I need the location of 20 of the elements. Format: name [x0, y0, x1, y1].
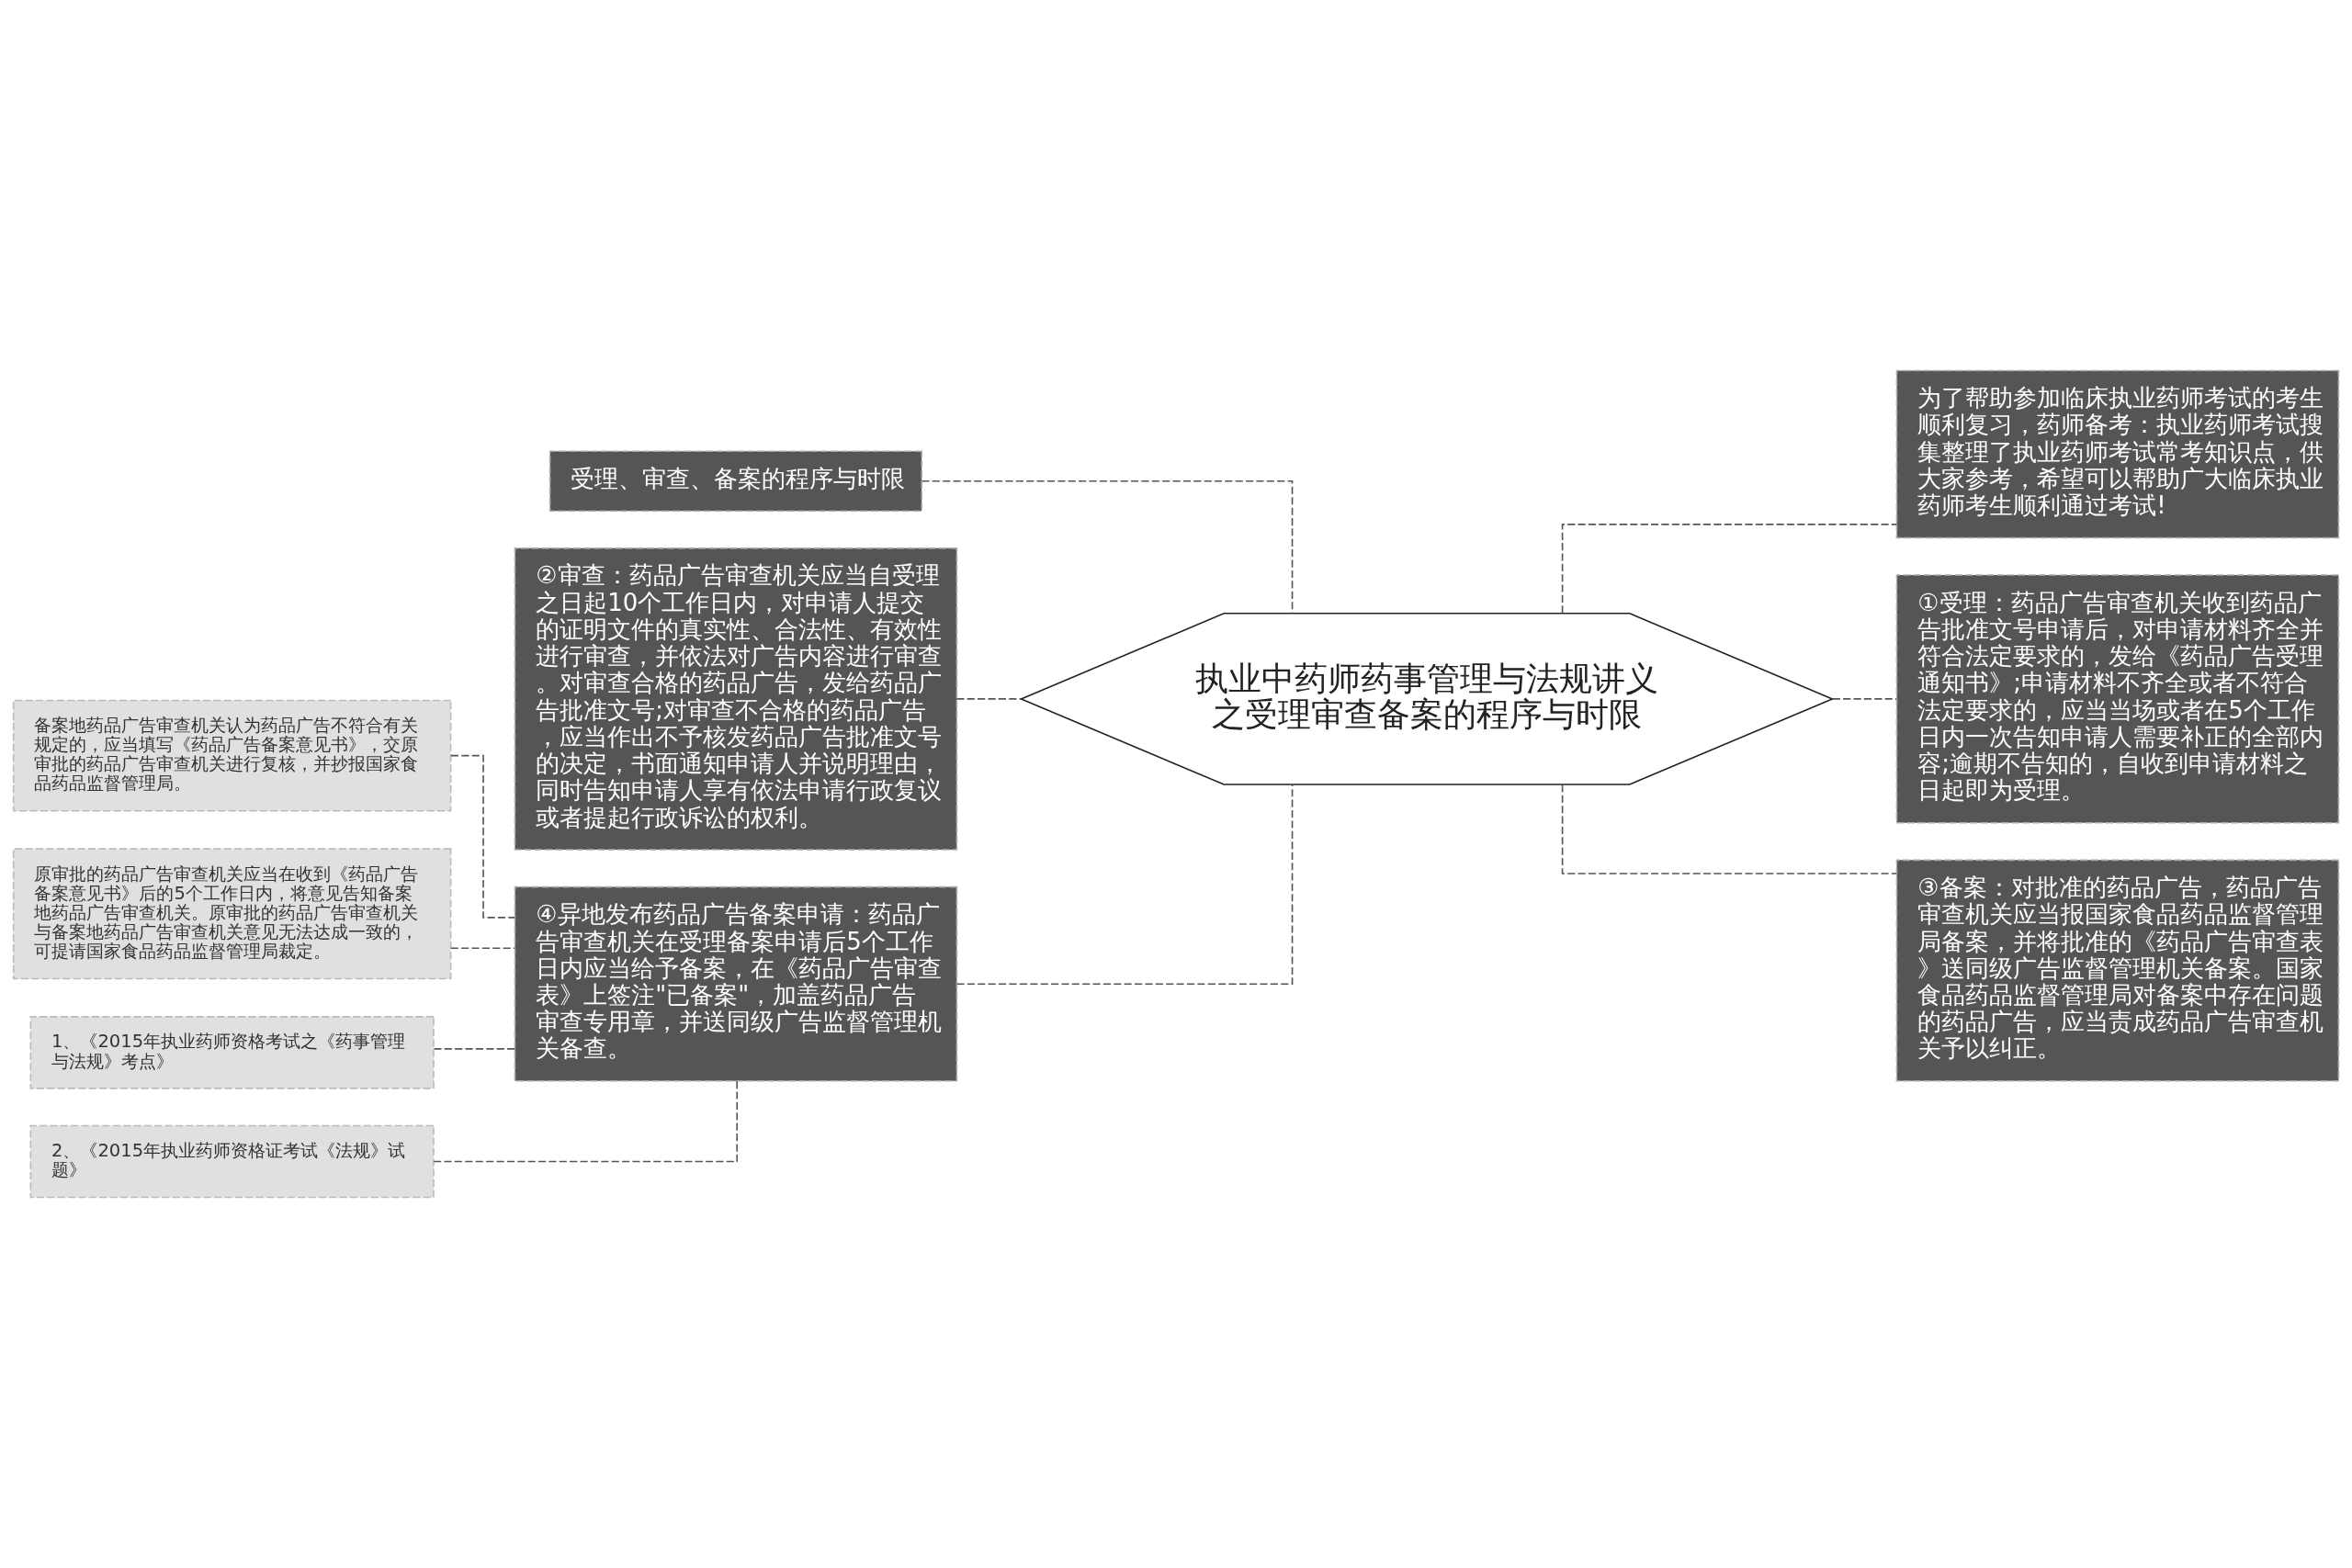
node-box: 受理、审查、备案的程序与时限 [548, 450, 922, 512]
node-box: ①受理：药品广告审查机关收到药品广告批准文号申请后，对申请材料齐全并符合法定要求的，发给《药品广告受理通知书》;申请材料不齐全或者不符合法定要求的，应当当场或者在5个工作日内一次告知申请人需要补正的全部内容;逾期不告知的，自收到申请材料之日起即为受理。 [1895, 574, 2340, 824]
connector [1561, 784, 1898, 874]
node-box: 备案地药品广告审查机关认为药品广告不符合有关规定的，应当填写《药品广告备案意见书》，交原审批的药品广告审查机关进行复核，并抄报国家食品药品监督管理局。 [12, 699, 452, 812]
connector [433, 1048, 516, 1050]
connector [449, 947, 516, 949]
connector [1831, 698, 1897, 700]
connector [1561, 524, 1898, 615]
connector [956, 698, 1022, 700]
connector [433, 1080, 738, 1163]
node-box: ②审查：药品广告审查机关应当自受理之日起10个工作日内，对申请人提交的证明文件的真实性、合法性、有效性进行审查，并依法对广告内容进行审查。对审查合格的药品广告，发给药品广告批准文号;对审查不合格的药品广告，应当作出不予核发药品广告批准文号的决定，书面通知申请人并说明理由，同时告知申请人享有依法申请行政复议或者提起行政诉讼的权利。 [514, 547, 958, 851]
node-box: 2、《2015年执业药师资格证考试《法规》试题》 [29, 1124, 435, 1199]
node-box: ④异地发布药品广告备案申请：药品广告审查机关在受理备案申请后5个工作日内应当给予备案，在《药品广告审查表》上签注"已备案"，加盖药品广告审查专用章，并送同级广告监督管理机关备查。 [514, 886, 958, 1082]
connector [450, 754, 516, 919]
node-box: ③备案：对批准的药品广告，药品广告审查机关应当报国家食品药品监督管理局备案，并将批准的《药品广告审查表》送同级广告监督管理机关备案。国家食品药品监督管理局对备案中存在问题的药品广告，应当责成药品广告审查机关予以纠正。 [1895, 859, 2340, 1082]
connector [921, 479, 1294, 615]
node-box: 1、《2015年执业药师资格考试之《药事管理与法规》考点》 [29, 1016, 435, 1089]
node-box: 为了帮助参加临床执业药师考试的考生顺利复习，药师备考：执业药师考试搜集整理了执业药师考试常考知识点，供大家参考，希望可以帮助广大临床执业药师考生顺利通过考试! [1895, 369, 2340, 539]
connector [956, 784, 1294, 985]
node-box: 原审批的药品广告审查机关应当在收到《药品广告备案意见书》后的5个工作日内，将意见告知备案地药品广告审查机关。原审批的药品广告审查机关与备案地药品广告审查机关意见无法达成一致的，可提请国家食品药品监督管理局裁定。 [12, 848, 452, 980]
